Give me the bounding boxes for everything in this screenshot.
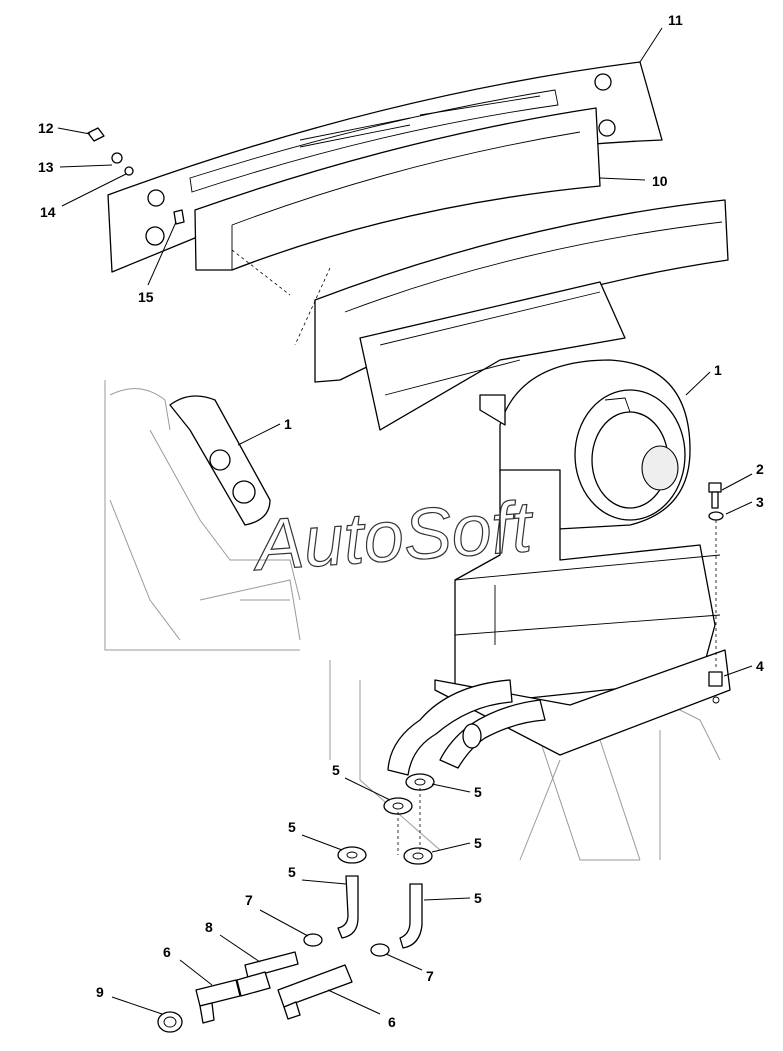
- callout-12: 12: [38, 120, 54, 136]
- callout-14: 14: [40, 204, 56, 220]
- callout-5-c: 5: [288, 819, 296, 835]
- callout-5-f: 5: [474, 890, 482, 906]
- callout-7-b: 7: [426, 968, 434, 984]
- callout-6-a: 6: [163, 944, 171, 960]
- callout-10: 10: [652, 173, 668, 189]
- callout-11: 11: [668, 12, 683, 28]
- background-vehicle-structure: [104, 380, 721, 861]
- defroster-outlet: [314, 199, 729, 431]
- callout-9: 9: [96, 984, 104, 1000]
- heater-hoses: [387, 679, 546, 776]
- fasteners-top-left: [87, 127, 185, 225]
- callout-5-a: 5: [332, 762, 340, 778]
- callout-5-e: 5: [288, 864, 296, 880]
- callout-15: 15: [138, 289, 154, 305]
- callout-7-a: 7: [245, 892, 253, 908]
- callout-6-b: 6: [388, 1014, 396, 1030]
- callout-8: 8: [205, 919, 213, 935]
- lower-fittings: [157, 773, 435, 1033]
- callout-2: 2: [756, 461, 764, 477]
- callout-3: 3: [756, 494, 764, 510]
- callout-1-blower: 1: [714, 362, 722, 378]
- callout-1-panel: 1: [284, 416, 292, 432]
- callout-labels: 11 10 12 13 14 15 1 1 2 3 4 5 5 5 5 5 5 …: [38, 12, 764, 1030]
- control-panel-inset: [169, 395, 271, 526]
- callout-5-b: 5: [474, 784, 482, 800]
- fasteners-right: [708, 482, 724, 704]
- heater-box: [434, 469, 731, 756]
- part-10-duct: [194, 107, 601, 346]
- callout-4: 4: [756, 658, 764, 674]
- callout-13: 13: [38, 159, 54, 175]
- callout-leaders: [57, 27, 753, 1015]
- callout-5-d: 5: [474, 835, 482, 851]
